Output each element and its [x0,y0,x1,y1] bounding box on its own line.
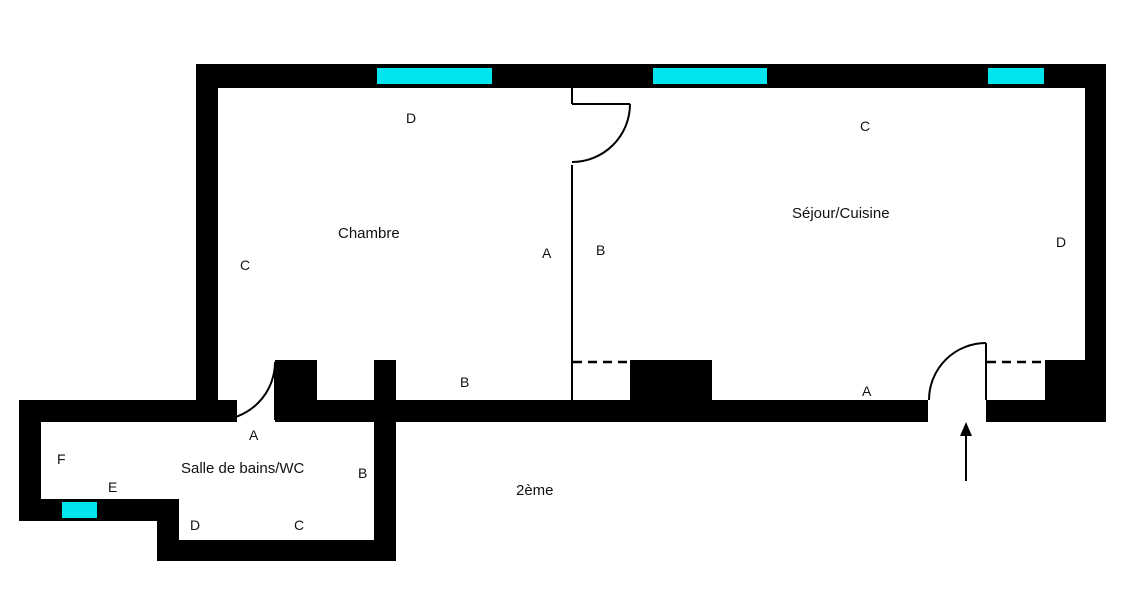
wall-block-right [1045,360,1106,422]
walls [19,64,1106,561]
wall-letter: A [249,427,259,443]
wall-letter: C [294,517,304,533]
wall-block-middle [630,360,712,422]
wall-left-chambre [196,64,218,422]
floor-label: 2ème [516,482,554,499]
wall-letter: D [1056,234,1066,250]
wall-letter: C [860,118,870,134]
window-chambre [377,68,492,84]
wall-sdb-top [19,400,237,422]
wall-letter: E [108,479,117,495]
room-label-salle-de-bains: Salle de bains/WC [181,460,305,477]
room-label-chambre: Chambre [338,225,400,242]
wall-sdb-step-top [19,499,179,521]
wall-letter: A [542,245,552,261]
wall-letter: B [596,242,605,258]
wall-sdb-left [19,400,41,521]
wall-letter: D [190,517,200,533]
wall-right [1085,64,1106,422]
up-arrow-icon [960,422,972,481]
window-sejour-2 [988,68,1044,84]
door-bathroom [216,361,276,421]
window-sejour-1 [653,68,767,84]
wall-top [196,64,1106,88]
wall-bottom-main [275,400,928,422]
wall-sdb-bottom [157,540,396,561]
room-label-sejour: Séjour/Cuisine [792,205,890,222]
window-sdb [62,502,97,518]
wall-letter: F [57,451,66,467]
windows [62,68,1044,518]
door-entrance [928,342,987,401]
wall-pillar-1 [275,360,317,422]
wall-letter: C [240,257,250,273]
wall-letter: B [460,374,469,390]
wall-letter: A [862,383,872,399]
door-interior [571,103,631,163]
wall-letter: B [358,465,367,481]
wall-sdb-right [374,400,396,561]
wall-letter: D [406,110,416,126]
